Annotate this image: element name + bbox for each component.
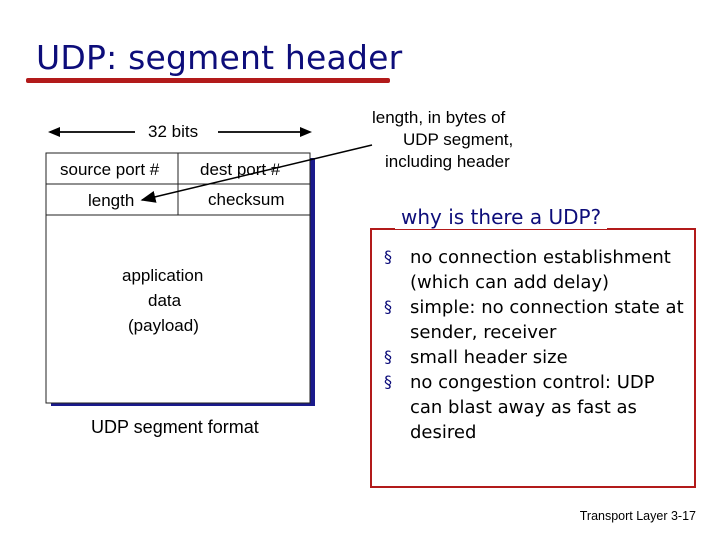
field-source-port: source port # [60,160,160,179]
payload-line-3: (payload) [128,316,199,335]
slide-title: UDP: segment header [36,38,403,77]
length-note-line-3: including header [385,152,510,171]
reasons-list: §no connection establishment (which can … [380,245,685,445]
list-item: §simple: no connection state at sender, … [380,295,685,345]
bullet-icon: § [384,247,392,266]
length-note-line-1: length, in bytes of [372,108,506,127]
bullet-icon: § [384,347,392,366]
bits-width-arrow [48,127,312,137]
field-dest-port: dest port # [200,160,281,179]
list-item: §no connection establishment (which can … [380,245,685,295]
slide-footer: Transport Layer 3-17 [579,509,696,523]
length-pointer-arrow [140,144,373,203]
payload-line-1: application [122,266,204,285]
diagram-caption: UDP segment format [91,417,259,437]
list-item: §small header size [380,345,685,370]
payload-line-2: data [148,291,182,310]
bits-label: 32 bits [148,122,199,141]
list-item: §no congestion control: UDP can blast aw… [380,370,685,445]
length-note-line-2: UDP segment, [403,130,514,149]
field-length: length [88,191,135,210]
bullet-icon: § [384,372,392,391]
title-underline [26,78,390,83]
why-udp-title: why is there a UDP? [395,205,608,229]
field-checksum: checksum [208,190,285,209]
bullet-icon: § [384,297,392,316]
why-udp-box [370,228,696,488]
